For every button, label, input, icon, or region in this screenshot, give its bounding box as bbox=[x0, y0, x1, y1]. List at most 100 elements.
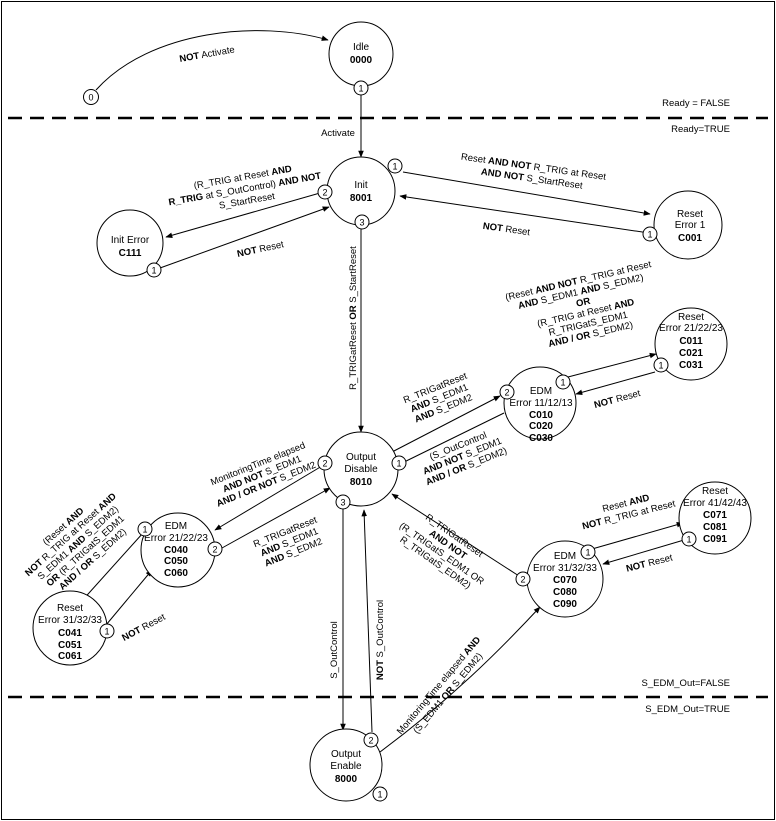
transition-edm-left-to-reset bbox=[79, 532, 144, 604]
label-edm-right-to-disable: (S_OutControl AND NOT S_EDM1 AND / OR S_… bbox=[421, 430, 508, 488]
state-edm-bottom-code2: C080 bbox=[553, 587, 577, 598]
state-output-enable-code: 8000 bbox=[335, 774, 358, 785]
label-edm-bottom-to-reset: Reset AND NOT R_TRIG at Reset bbox=[581, 493, 677, 533]
state-init-error: Init Error C111 1 bbox=[96, 209, 164, 278]
label-activate: Activate bbox=[321, 128, 355, 139]
state-reset-error1-port1: 1 bbox=[647, 230, 652, 240]
state-edm-left-port2: 2 bbox=[212, 545, 217, 555]
state-output-enable-port2: 2 bbox=[368, 736, 373, 746]
transition-reset-bottom-to-edm bbox=[602, 539, 685, 565]
state-reset-bottom-code2: C081 bbox=[703, 522, 727, 533]
state-init-code: 8001 bbox=[350, 193, 373, 204]
label-edm-left-to-disable: R_TRIGatReset AND S_EDM1 AND S_EDM2 bbox=[252, 515, 324, 570]
state-reset-left-name1: Reset bbox=[57, 603, 83, 614]
state-reset-right-name2: Error 21/22/23 bbox=[659, 323, 723, 334]
state-reset-error1-name1: Reset bbox=[677, 209, 703, 220]
state-edm-bottom-code1: C070 bbox=[553, 575, 577, 586]
zone-edm-out-false: S_EDM_Out=FALSE bbox=[642, 678, 730, 689]
label-reset-left-not-reset: NOT Reset bbox=[120, 612, 167, 644]
state-edm-right: EDM Error 11/12/13 C010 C020 C030 1 2 bbox=[499, 366, 577, 444]
label-edm-bottom-to-disable: R_TRIGatReset AND NOT (R_TRIGatS_EDM1 OR… bbox=[397, 512, 486, 591]
transition-not-activate bbox=[95, 30, 329, 91]
state-reset-bottom: Reset Error 41/42/43 C071 C081 C091 1 bbox=[678, 481, 752, 555]
state-reset-bottom-port1: 1 bbox=[686, 535, 691, 545]
state-reset-right: Reset Error 21/22/23 C011 C021 C031 1 bbox=[653, 307, 728, 381]
state-init-error-name: Init Error bbox=[111, 235, 150, 246]
state-edm-bottom-code3: C090 bbox=[553, 599, 577, 610]
label-init-to-disable: R_TRIGatReset OR S_StartReset bbox=[348, 246, 359, 390]
label-enable-to-edm-bottom: MonitoringTime elapsed AND (S_EDM1 OR S_… bbox=[395, 635, 485, 737]
zone-ready-true: Ready=TRUE bbox=[671, 124, 730, 135]
state-start bbox=[83, 89, 99, 105]
state-idle-code: 0000 bbox=[350, 55, 373, 66]
state-output-disable-port3: 3 bbox=[340, 498, 345, 508]
state-reset-left-port1: 1 bbox=[104, 627, 109, 637]
transition-disable-to-edm-right bbox=[391, 395, 501, 453]
state-reset-right-name1: Reset bbox=[678, 312, 704, 323]
transition-reset-left-to-edm bbox=[105, 569, 153, 626]
state-output-enable-port1: 1 bbox=[377, 790, 382, 800]
state-edm-left-code2: C050 bbox=[164, 556, 188, 567]
state-edm-right-port2: 2 bbox=[504, 388, 509, 398]
state-edm-right-code2: C020 bbox=[529, 421, 553, 432]
state-reset-bottom-name1: Reset bbox=[702, 486, 728, 497]
state-reset-bottom-name2: Error 41/42/43 bbox=[683, 498, 747, 509]
state-idle: Idle 0000 1 bbox=[328, 21, 394, 96]
state-init-error-port1: 1 bbox=[151, 266, 156, 276]
transition-edm-left-to-disable bbox=[221, 487, 331, 549]
state-edm-left-name2: Error 21/22/23 bbox=[144, 533, 208, 544]
state-output-disable-code: 8010 bbox=[350, 477, 373, 488]
zone-ready-false: Ready = FALSE bbox=[662, 98, 730, 109]
state-output-enable-name1: Output bbox=[331, 749, 361, 760]
state-output-disable-name2: Disable bbox=[344, 464, 378, 475]
state-edm-right-name2: Error 11/12/13 bbox=[509, 398, 573, 409]
state-edm-right-port1: 1 bbox=[560, 378, 565, 388]
label-error-not-reset: NOT Reset bbox=[236, 239, 285, 260]
state-reset-left-code2: C051 bbox=[58, 640, 82, 651]
label-reset-right-not-reset: NOT Reset bbox=[593, 388, 642, 411]
state-output-disable: Output Disable 8010 1 2 3 bbox=[317, 431, 407, 510]
state-reset-left: Reset Error 31/32/33 C041 C051 C061 1 bbox=[32, 590, 115, 666]
state-reset-error1-name2: Error 1 bbox=[675, 220, 706, 231]
transition-enable-to-disable bbox=[361, 509, 373, 733]
state-output-disable-name1: Output bbox=[346, 452, 376, 463]
label-reset1-not-reset: NOT Reset bbox=[482, 221, 531, 239]
state-init-port1: 1 bbox=[392, 162, 397, 172]
state-edm-bottom-name1: EDM bbox=[554, 551, 576, 562]
state-idle-port1: 1 bbox=[358, 84, 363, 94]
state-reset-error1-code: C001 bbox=[678, 233, 702, 244]
svg-text:OR: OR bbox=[575, 296, 591, 310]
state-edm-bottom: EDM Error 31/32/33 C070 C080 C090 1 2 bbox=[515, 540, 604, 618]
label-init-to-error: (R_TRIG at Reset AND R_TRIG at S_OutCont… bbox=[168, 164, 322, 212]
state-reset-right-code1: C011 bbox=[679, 336, 703, 347]
state-reset-left-name2: Error 31/32/33 bbox=[38, 615, 102, 626]
transition-edm-bottom-to-reset bbox=[591, 522, 684, 550]
state-edm-right-code3: C030 bbox=[529, 433, 553, 444]
state-reset-error1: Reset Error 1 C001 1 bbox=[642, 190, 723, 260]
state-init-error-code: C111 bbox=[119, 248, 142, 259]
transition-edm-right-to-reset bbox=[567, 352, 657, 378]
label-not-activate: NOT Activate bbox=[179, 44, 236, 65]
state-output-enable-name2: Enable bbox=[330, 761, 362, 772]
state-edm-bottom-port2: 2 bbox=[520, 575, 525, 585]
state-start-port: 0 bbox=[88, 93, 93, 103]
state-output-disable-port1: 1 bbox=[396, 459, 401, 469]
label-edm-left-to-reset: (Reset AND NOT R_TRIG at Reset AND S_EDM… bbox=[23, 491, 129, 592]
svg-text:MonitoringTime elapsed AND: MonitoringTime elapsed AND bbox=[395, 635, 483, 737]
label-enable-to-disable: NOT S_OutControl bbox=[375, 600, 386, 680]
zone-edm-out-true: S_EDM_Out=TRUE bbox=[645, 704, 730, 715]
state-output-enable: Output Enable 8000 1 2 bbox=[309, 728, 388, 802]
state-edm-left: EDM Error 21/22/23 C040 C050 C060 1 2 bbox=[137, 512, 223, 588]
state-reset-left-code3: C061 bbox=[58, 651, 82, 662]
transition-edm-right-to-disable bbox=[395, 412, 505, 467]
state-init-port2: 2 bbox=[322, 188, 327, 198]
svg-text:(S_EDM1 OR S_EDM2): (S_EDM1 OR S_EDM2) bbox=[411, 651, 485, 736]
state-output-disable-port2: 2 bbox=[322, 459, 327, 469]
transition-disable-to-edm-left bbox=[214, 465, 323, 531]
state-reset-right-code3: C031 bbox=[679, 360, 703, 371]
state-edm-right-code1: C010 bbox=[529, 410, 553, 421]
state-reset-right-code2: C021 bbox=[679, 348, 703, 359]
state-init-port3: 3 bbox=[359, 218, 364, 228]
label-disable-to-edm-left: MonitoringTime elapsed AND NOT S_EDM1 AN… bbox=[209, 440, 317, 509]
